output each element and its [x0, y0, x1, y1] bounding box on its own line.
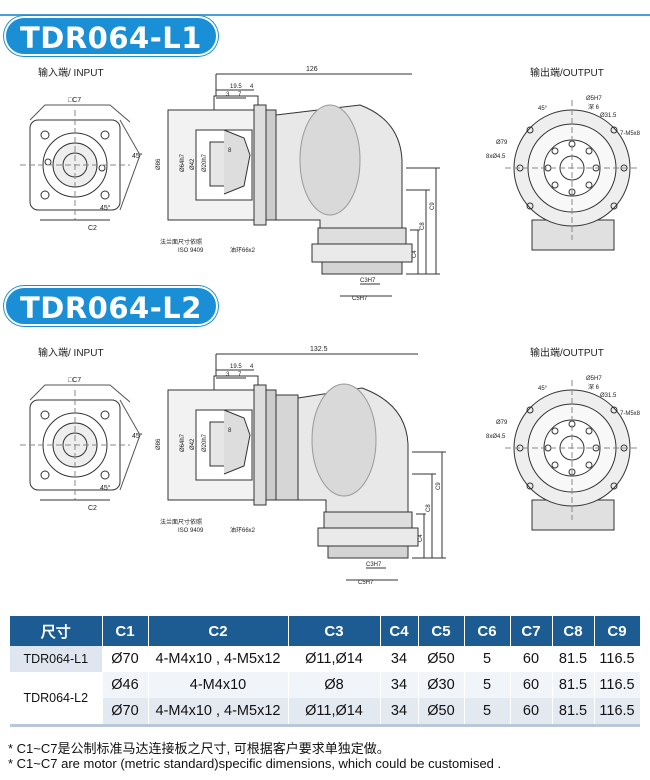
svg-text:C9: C9 — [436, 482, 442, 490]
svg-text:7-M5x8: 7-M5x8 — [620, 411, 641, 417]
technical-drawing-l2: 输入端/ INPUT 输出端/OUTPUT □C7 C2 45° 45° — [20, 346, 641, 586]
svg-text:法兰面尺寸依照: 法兰面尺寸依照 — [160, 518, 202, 526]
svg-text:法兰面尺寸依照: 法兰面尺寸依照 — [160, 238, 202, 246]
svg-text:C5H7: C5H7 — [352, 296, 368, 302]
svg-text:油环66x2: 油环66x2 — [230, 526, 256, 534]
technical-drawing-l1: 输入端/ INPUT 输出端/OUTPUT □C7 C2 45° 45° — [20, 66, 641, 302]
svg-text:Ø5H7: Ø5H7 — [586, 96, 602, 102]
top-divider — [0, 14, 650, 16]
model-cell: TDR064-L2 — [10, 672, 103, 724]
svg-text:8xØ4.5: 8xØ4.5 — [486, 154, 506, 160]
svg-text:Ø20h7: Ø20h7 — [202, 433, 208, 452]
drawing-l1: 输入端/ INPUT 输出端/OUTPUT □C7 C2 45° 45° — [0, 60, 650, 310]
col-header-c5: C5 — [418, 616, 465, 646]
svg-text:深 6: 深 6 — [588, 103, 600, 111]
svg-text:4: 4 — [250, 84, 254, 90]
svg-text:4: 4 — [250, 364, 254, 370]
col-header-c8: C8 — [552, 616, 595, 646]
side-view — [167, 353, 446, 581]
dimension-table: 尺寸 C1 C2 C3 C4 C5 C6 C7 C8 C9 TDR064-L1 … — [10, 616, 641, 727]
col-header-c3: C3 — [288, 616, 381, 646]
svg-text:C3H7: C3H7 — [366, 562, 382, 568]
col-header-c7: C7 — [510, 616, 553, 646]
svg-text:Ø64h7: Ø64h7 — [180, 153, 186, 172]
svg-text:Ø86: Ø86 — [156, 438, 162, 450]
table-row: TDR064-L1 Ø70 4-M4x10 , 4-M5x12 Ø11,Ø14 … — [10, 646, 641, 672]
svg-text:C2: C2 — [88, 225, 97, 232]
svg-text:45°: 45° — [538, 106, 548, 112]
svg-text:ISO 9409: ISO 9409 — [178, 248, 204, 254]
svg-text:C2: C2 — [88, 505, 97, 512]
svg-text:油环66x2: 油环66x2 — [230, 246, 256, 254]
col-header-size: 尺寸 — [10, 616, 103, 646]
col-header-c2: C2 — [148, 616, 289, 646]
svg-text:C4: C4 — [412, 250, 418, 258]
svg-text:45°: 45° — [100, 204, 111, 212]
note-english: * C1~C7 are motor (metric standard)speci… — [8, 756, 502, 771]
svg-text:8: 8 — [228, 148, 232, 154]
svg-text:19.5: 19.5 — [230, 364, 242, 370]
col-header-c6: C6 — [464, 616, 511, 646]
svg-text:Ø86: Ø86 — [156, 158, 162, 170]
svg-text:Ø79: Ø79 — [496, 420, 508, 426]
svg-text:8xØ4.5: 8xØ4.5 — [486, 434, 506, 440]
input-label: 输入端/ INPUT — [38, 346, 104, 359]
svg-text:C8: C8 — [420, 222, 426, 230]
output-label: 输出端/OUTPUT — [530, 346, 604, 359]
svg-text:45°: 45° — [132, 432, 143, 440]
svg-text:45°: 45° — [538, 386, 548, 392]
input-view — [20, 384, 141, 501]
svg-text:Ø20h7: Ø20h7 — [202, 153, 208, 172]
svg-text:Ø64h7: Ø64h7 — [180, 433, 186, 452]
svg-text:Ø31.5: Ø31.5 — [600, 113, 617, 119]
side-view — [167, 73, 440, 297]
svg-text:深 6: 深 6 — [588, 383, 600, 391]
drawing-l2: 输入端/ INPUT 输出端/OUTPUT □C7 C2 45° 45° — [0, 340, 650, 595]
svg-text:C8: C8 — [426, 504, 432, 512]
svg-text:8: 8 — [228, 428, 232, 434]
svg-text:19.5: 19.5 — [230, 84, 242, 90]
svg-text:45°: 45° — [132, 152, 143, 160]
model-title-l2: TDR064-L2 — [4, 286, 218, 326]
svg-text:3: 3 — [226, 92, 230, 98]
input-label: 输入端/ INPUT — [38, 66, 104, 79]
svg-text:Ø31.5: Ø31.5 — [600, 393, 617, 399]
model-cell: TDR064-L1 — [10, 646, 103, 672]
svg-text:Ø42: Ø42 — [190, 158, 196, 170]
svg-text:C5H7: C5H7 — [358, 580, 374, 586]
svg-text:□C7: □C7 — [68, 97, 81, 104]
col-header-c9: C9 — [594, 616, 641, 646]
output-label: 输出端/OUTPUT — [530, 66, 604, 79]
col-header-c1: C1 — [102, 616, 149, 646]
model-title-l1: TDR064-L1 — [4, 16, 218, 56]
svg-text:C4: C4 — [418, 534, 424, 542]
svg-text:3: 3 — [226, 372, 230, 378]
note-chinese: * C1~C7是公制标准马达连接板之尺寸, 可根据客户要求单独定做。 — [8, 741, 390, 756]
svg-text:7-M5x8: 7-M5x8 — [620, 131, 641, 137]
svg-text:132.5: 132.5 — [310, 346, 328, 353]
svg-text:C9: C9 — [430, 202, 436, 210]
svg-text:ISO 9409: ISO 9409 — [178, 528, 204, 534]
col-header-c4: C4 — [380, 616, 419, 646]
input-view — [20, 104, 141, 221]
svg-text:126: 126 — [306, 66, 318, 73]
svg-text:7: 7 — [238, 372, 242, 378]
table-row: Ø70 4-M4x10 , 4-M5x12 Ø11,Ø14 34 Ø50 5 6… — [10, 698, 641, 724]
table-row: TDR064-L2 Ø46 4-M4x10 Ø8 34 Ø30 5 60 81.… — [10, 672, 641, 724]
svg-text:Ø42: Ø42 — [190, 438, 196, 450]
output-view — [505, 380, 640, 531]
output-view — [505, 100, 640, 251]
svg-text:Ø5H7: Ø5H7 — [586, 376, 602, 382]
table-header-row: 尺寸 C1 C2 C3 C4 C5 C6 C7 C8 C9 — [10, 616, 641, 646]
svg-text:C3H7: C3H7 — [360, 278, 376, 284]
svg-text:Ø79: Ø79 — [496, 140, 508, 146]
svg-text:□C7: □C7 — [68, 377, 81, 384]
svg-text:45°: 45° — [100, 484, 111, 492]
svg-text:7: 7 — [238, 92, 242, 98]
table-bottom-border — [10, 724, 640, 727]
